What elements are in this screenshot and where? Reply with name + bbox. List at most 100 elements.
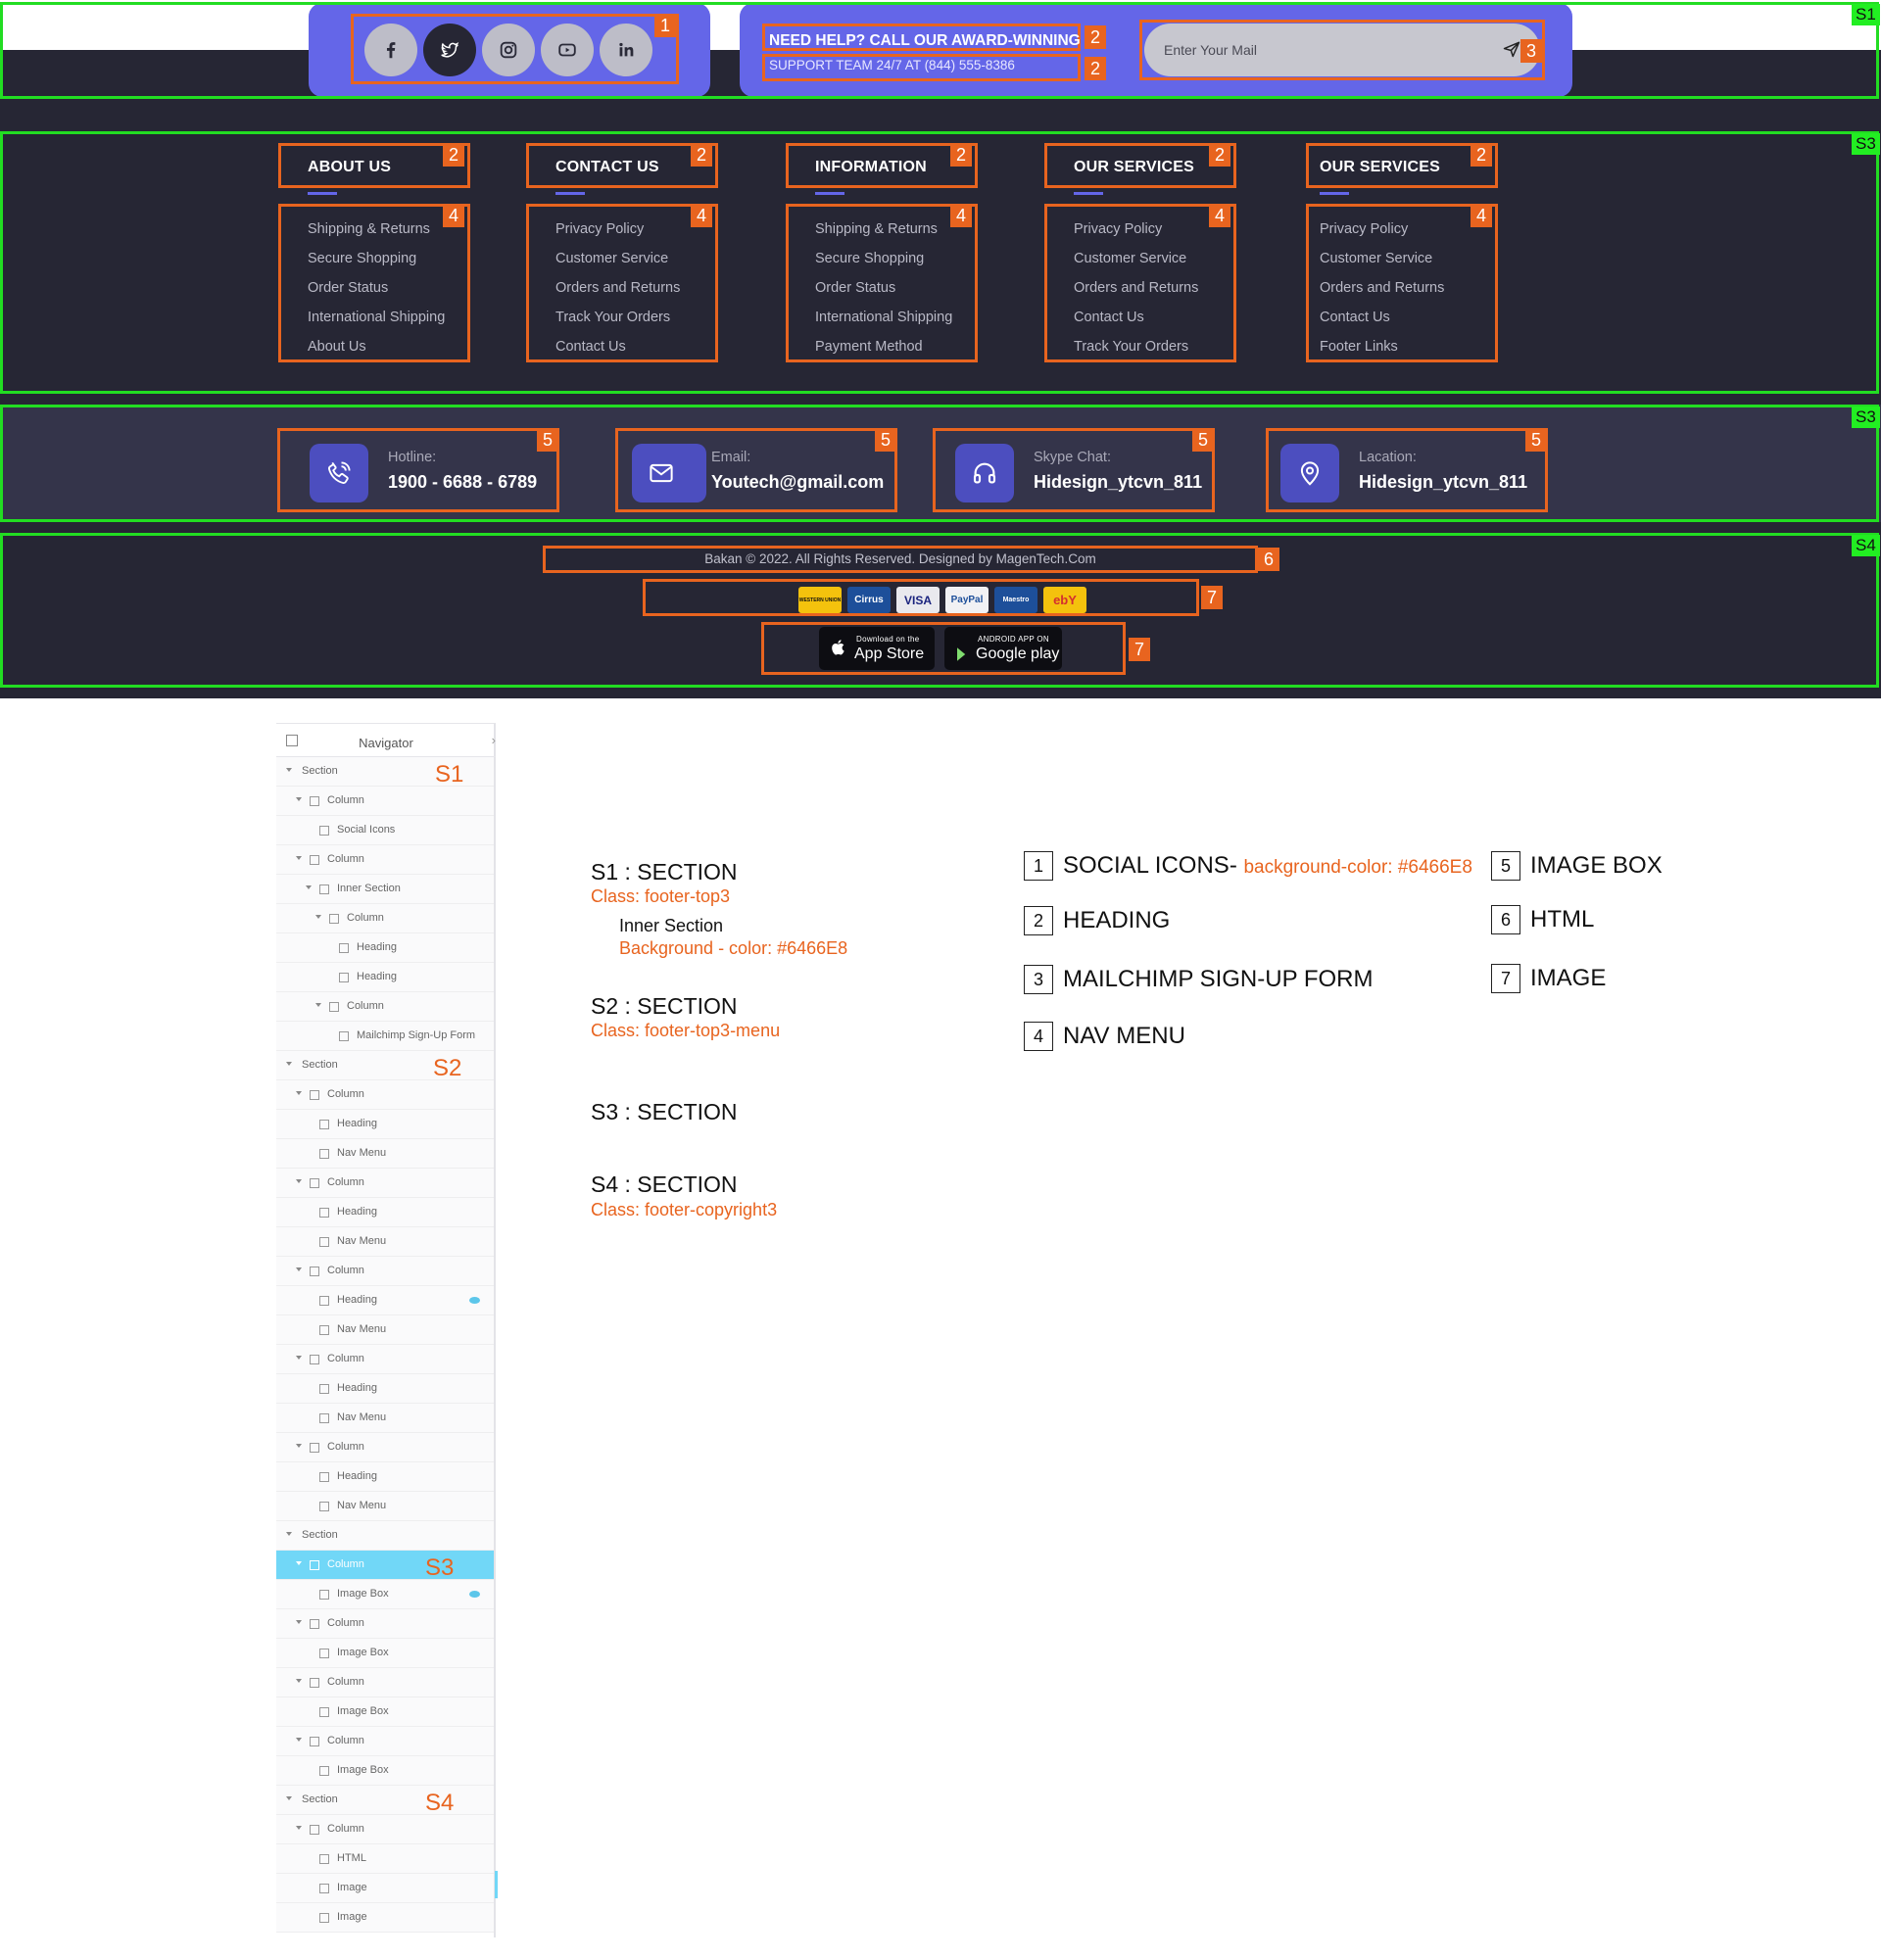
chevron-down-icon[interactable] (296, 1620, 302, 1624)
navigator-row[interactable]: HTML (276, 1844, 494, 1874)
navigator-row[interactable]: Column (276, 992, 494, 1022)
chevron-down-icon[interactable] (296, 1738, 302, 1742)
navigator-row[interactable]: Column (276, 1080, 494, 1110)
navigator-row[interactable]: Nav Menu (276, 1315, 494, 1345)
navigator-row-label: Image (337, 1911, 367, 1923)
navigator-row[interactable]: Section (276, 757, 494, 787)
menu-item[interactable]: Track Your Orders (1074, 339, 1189, 355)
linkedin-icon[interactable] (600, 24, 652, 76)
menu-item[interactable]: Privacy Policy (555, 221, 645, 237)
navigator-row[interactable]: Column (276, 1433, 494, 1462)
navigator-row[interactable]: Heading (276, 1374, 494, 1404)
chevron-down-icon[interactable] (296, 1444, 302, 1448)
menu-item[interactable]: Secure Shopping (815, 251, 925, 266)
menu-item[interactable]: Customer Service (555, 251, 669, 266)
chevron-down-icon[interactable] (296, 1091, 302, 1095)
navigator-row[interactable]: Nav Menu (276, 1227, 494, 1257)
menu-item[interactable]: Secure Shopping (308, 251, 417, 266)
menu-item[interactable]: Orders and Returns (1320, 280, 1445, 296)
menu-item[interactable]: Order Status (815, 280, 896, 296)
navigator-row[interactable]: Column (276, 1169, 494, 1198)
menu-item[interactable]: Customer Service (1074, 251, 1187, 266)
chevron-down-icon[interactable] (296, 1561, 302, 1565)
navigator-row[interactable]: Heading (276, 963, 494, 992)
app-store-button[interactable]: Download on the App Store (819, 627, 935, 670)
menu-item[interactable]: Privacy Policy (1320, 221, 1409, 237)
navigator-row[interactable]: Column (276, 1257, 494, 1286)
navigator-row[interactable]: Column (276, 787, 494, 816)
navigator-row[interactable]: Nav Menu (276, 1492, 494, 1521)
navigator-row[interactable]: Section (276, 1521, 494, 1551)
navigator-row[interactable]: Heading (276, 1198, 494, 1227)
navigator-row[interactable]: Column (276, 1345, 494, 1374)
chevron-down-icon[interactable] (296, 1179, 302, 1183)
navigator-row[interactable]: Inner Section (276, 875, 494, 904)
navigator-row[interactable]: Image Box (276, 1697, 494, 1727)
menu-item[interactable]: Contact Us (1074, 310, 1144, 325)
chevron-down-icon[interactable] (306, 885, 312, 889)
navigator-row[interactable]: Column (276, 845, 494, 875)
navigator-row[interactable]: Heading (276, 933, 494, 963)
menu-item[interactable]: Track Your Orders (555, 310, 671, 325)
menu-item[interactable]: Shipping & Returns (308, 221, 430, 237)
menu-item[interactable]: International Shipping (815, 310, 953, 325)
menu-item[interactable]: International Shipping (308, 310, 446, 325)
navigator-row[interactable]: Mailchimp Sign-Up Form (276, 1022, 494, 1051)
navigator-row[interactable]: Image Box (276, 1580, 494, 1609)
navigator-row[interactable]: Image (276, 1903, 494, 1933)
menu-item[interactable]: Privacy Policy (1074, 221, 1163, 237)
navigator-row[interactable]: Column (276, 1668, 494, 1697)
navigator-row[interactable]: Column (276, 1727, 494, 1756)
navigator-row[interactable]: Image (276, 1874, 494, 1903)
chevron-down-icon[interactable] (296, 1267, 302, 1271)
navigator-row[interactable]: Heading (276, 1462, 494, 1492)
chevron-down-icon[interactable] (286, 768, 292, 772)
navigator-row[interactable]: Column (276, 1551, 494, 1580)
chevron-down-icon[interactable] (296, 797, 302, 801)
youtube-icon[interactable] (541, 24, 594, 76)
stores-image-outline (761, 622, 1126, 675)
navigator-row[interactable]: Column (276, 1609, 494, 1639)
menu-item[interactable]: Orders and Returns (555, 280, 681, 296)
chevron-down-icon[interactable] (296, 1826, 302, 1830)
navigator-row[interactable]: Nav Menu (276, 1404, 494, 1433)
navigator-scroll-indicator[interactable] (495, 1871, 498, 1898)
menu-item[interactable]: Contact Us (1320, 310, 1390, 325)
navigator-row[interactable]: Section (276, 1051, 494, 1080)
menu-item[interactable]: Orders and Returns (1074, 280, 1199, 296)
navigator-row[interactable]: Column (276, 1815, 494, 1844)
eye-icon[interactable] (469, 1591, 480, 1598)
navigator-row[interactable]: Section (276, 1786, 494, 1815)
chevron-down-icon[interactable] (315, 1003, 321, 1007)
menu-item[interactable]: Contact Us (555, 339, 626, 355)
menu-item[interactable]: Footer Links (1320, 339, 1398, 355)
navigator-row[interactable]: Heading (276, 1110, 494, 1139)
chevron-down-icon[interactable] (286, 1532, 292, 1536)
navigator-row[interactable]: Nav Menu (276, 1139, 494, 1169)
navigator-row[interactable]: Column (276, 904, 494, 933)
facebook-icon[interactable] (364, 24, 417, 76)
menu-item[interactable]: About Us (308, 339, 366, 355)
eye-icon[interactable] (469, 1297, 480, 1304)
twitter-icon[interactable] (423, 24, 476, 76)
menu-item[interactable]: Customer Service (1320, 251, 1433, 266)
navigator-row[interactable]: Image Box (276, 1639, 494, 1668)
google-play-button[interactable]: ANDROID APP ON Google play (944, 627, 1062, 670)
chevron-down-icon[interactable] (315, 915, 321, 919)
navigator-row[interactable]: Heading (276, 1286, 494, 1315)
instagram-icon[interactable] (482, 24, 535, 76)
menu-item[interactable]: Payment Method (815, 339, 923, 355)
collapse-all-icon[interactable] (286, 735, 298, 746)
chevron-down-icon[interactable] (296, 856, 302, 860)
chevron-down-icon[interactable] (286, 1062, 292, 1066)
menu-item[interactable]: Order Status (308, 280, 389, 296)
menu-item[interactable]: Shipping & Returns (815, 221, 938, 237)
chevron-down-icon[interactable] (296, 1356, 302, 1360)
chevron-right-icon[interactable]: › (491, 733, 496, 747)
email-input[interactable] (1164, 39, 1477, 61)
navigator-row[interactable]: Social Icons (276, 816, 494, 845)
chevron-down-icon[interactable] (286, 1796, 292, 1800)
chevron-down-icon[interactable] (296, 1679, 302, 1683)
send-button[interactable] (1499, 37, 1524, 63)
navigator-row[interactable]: Image Box (276, 1756, 494, 1786)
